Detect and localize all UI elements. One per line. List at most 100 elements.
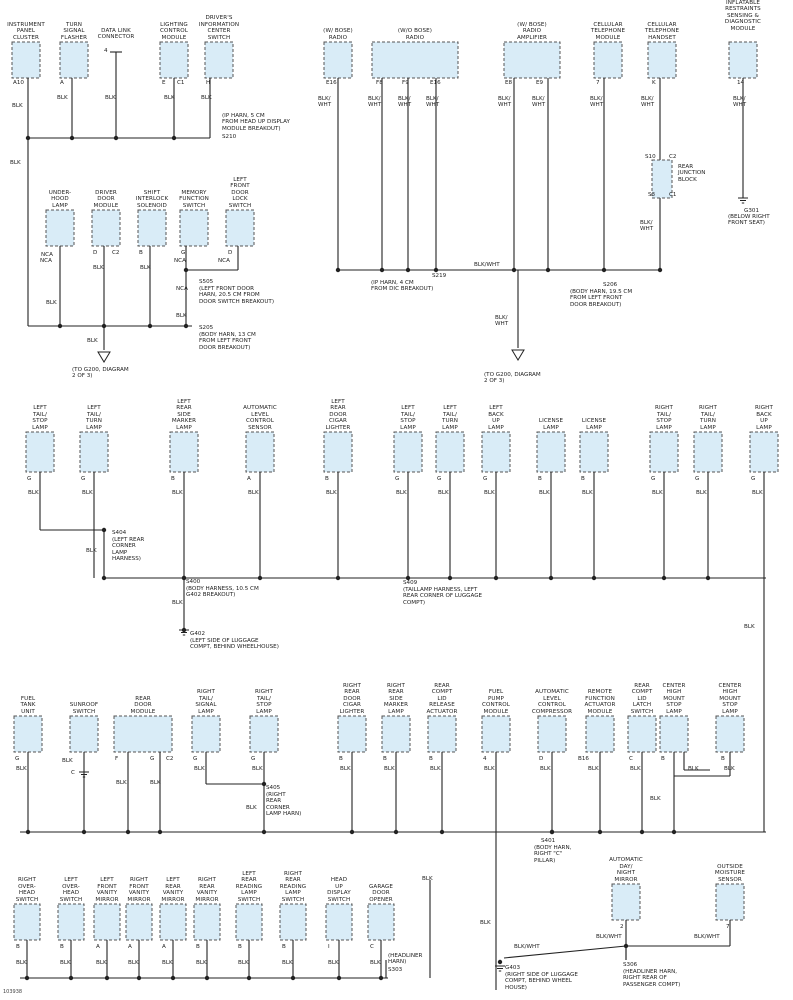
blk-label: BLK	[630, 766, 641, 772]
pin-b: B	[661, 756, 665, 762]
blk-label: BLK	[696, 490, 707, 496]
splice-dot	[591, 575, 597, 581]
blk-label: BLK	[162, 960, 173, 966]
right-tail-turn-lamp-1-label: RIGHT TAIL/ TURN LAMP	[699, 405, 717, 431]
pin-c2: C2	[112, 250, 120, 256]
rear-junction-block-box	[651, 159, 673, 199]
s405-note: (RIGHT REAR CORNER LAMP HARN)	[266, 792, 302, 818]
garage-door-opener-label: GARAGE DOOR OPENER	[368, 883, 394, 903]
splice-dot	[349, 829, 355, 835]
blk-label: BLK	[172, 600, 183, 606]
pin-d: D	[539, 756, 544, 762]
blk-label: BLK	[194, 766, 205, 772]
pin-left-rear-reading-lamp-switch: B	[238, 944, 242, 950]
driver-door-module-box	[91, 209, 121, 247]
left-rear-side-marker-lamp-label: LEFT REAR SIDE MARKER LAMP	[171, 399, 197, 431]
pin-g: G	[251, 756, 256, 762]
blk-label: BLK	[116, 780, 127, 786]
blk-label: BLK	[46, 300, 57, 306]
blk-label: BLK	[176, 313, 187, 319]
rjb-pin-s10: S10	[645, 154, 656, 160]
instrument-panel-cluster-label: INSTRUMENT PANEL CLUSTER	[7, 21, 45, 41]
fuel-tank-unit-label: FUEL TANK UNIT	[20, 695, 36, 715]
blk-wht-label: BLK/ WHT	[733, 96, 747, 109]
blk-label: BLK	[540, 766, 551, 772]
left-front-vanity-mirror-box	[93, 903, 121, 941]
automatic-level-control-compressor-label: AUTOMATIC LEVEL CONTROL COMPRESSOR	[531, 689, 573, 715]
blk-label: BLK	[340, 766, 351, 772]
left-rear-door-cigar-lighter-box	[323, 431, 353, 473]
rear-door-module-label: REAR DOOR MODULE	[130, 695, 156, 715]
outside-moisture-sensor-label: OUTSIDE MOISTURE SENSOR	[714, 863, 746, 883]
remote-function-actuator-module-label: REMOTE FUNCTION ACTUATOR MODULE	[584, 689, 616, 715]
pin-left-rear-side-marker-lamp: B	[171, 476, 175, 482]
blk-label: BLK	[12, 103, 23, 109]
rjb-pin-c2: C2	[669, 154, 677, 160]
figure-id: 103938	[3, 989, 23, 995]
pin-d: D	[228, 250, 233, 256]
splice-dot	[493, 575, 499, 581]
blk-label: BLK	[328, 960, 339, 966]
pin-right-tail-stop-lamp-1: G	[651, 476, 656, 482]
blk-label: BLK	[752, 490, 763, 496]
pin-e8: E8	[505, 80, 513, 86]
blk-label: BLK	[128, 960, 139, 966]
pin-f: F	[115, 756, 119, 762]
center-high-mount-stop-lamp-1-box	[659, 715, 689, 753]
s206a-label: S206	[603, 282, 618, 288]
automatic-level-control-sensor-box	[245, 431, 275, 473]
lighting-control-module-box	[159, 41, 189, 79]
outside-moisture-sensor-box	[715, 883, 745, 921]
radio-amplifier-label: (W/ BOSE) RADIO AMPLIFIER	[517, 21, 547, 41]
center-high-mount-stop-lamp-1-label: CENTER HIGH MOUNT STOP LAMP	[662, 683, 686, 715]
cellular-telephone-handset-box	[647, 41, 677, 79]
radio-bose-label: (W/ BOSE) RADIO	[323, 28, 353, 41]
blk-label: BLK	[60, 960, 71, 966]
blk-label: BLK	[10, 160, 21, 166]
blk-wht-label: BLK/ WHT	[641, 96, 655, 109]
right-tail-signal-lamp-box	[191, 715, 221, 753]
radio-wo-bose-label: (W/O BOSE) RADIO	[397, 28, 433, 41]
center-high-mount-stop-lamp-2-label: CENTER HIGH MOUNT STOP LAMP	[718, 683, 742, 715]
right-backup-lamp-label: RIGHT BACK UP LAMP	[755, 405, 773, 431]
blk-wht-label: BLK/ WHT	[498, 96, 512, 109]
blk-label: BLK	[62, 758, 73, 764]
s303-label: S303	[388, 967, 403, 973]
splice-dot	[25, 829, 31, 835]
right-rear-door-cigar-lighter-box	[337, 715, 367, 753]
to-g200-left-reference: (TO G200, DIAGRAM 2 OF 3)	[72, 367, 129, 380]
s306-to-g403	[503, 945, 627, 959]
left-tail-stop-lamp-1-label: LEFT TAIL/ STOP LAMP	[32, 405, 48, 431]
license-lamp-1-label: LICENSE LAMP	[538, 418, 564, 431]
blk-label: BLK	[430, 766, 441, 772]
right-rear-vanity-mirror-box	[193, 903, 221, 941]
blk-label: BLK	[438, 490, 449, 496]
blk-label: BLK	[248, 490, 259, 496]
right-overhead-switch-box	[13, 903, 41, 941]
s401-label: S401	[541, 838, 556, 844]
blk-wht-label: BLK/ WHT	[590, 96, 604, 109]
splice-dot	[81, 829, 87, 835]
to-g200-right-reference: (TO G200, DIAGRAM 2 OF 3)	[484, 372, 541, 385]
radio-bose-box	[323, 41, 353, 79]
splice-dot	[125, 829, 131, 835]
splice-dot	[393, 829, 399, 835]
g301-label: G301	[744, 208, 760, 214]
rjb-pin-c1: C1	[669, 192, 677, 198]
blk-label: BLK	[539, 490, 550, 496]
pin-automatic-level-control-sensor: A	[247, 476, 251, 482]
s205-label: S205	[199, 325, 214, 331]
splice-dot	[257, 575, 263, 581]
s409-note: (TAILLAMP HARNESS, LEFT REAR CORNER OF L…	[403, 587, 483, 606]
right-tail-signal-lamp-label: RIGHT TAIL/ SIGNAL LAMP	[195, 689, 217, 715]
underhood-lamp-box	[45, 209, 75, 247]
s505-note: (LEFT FRONT DOOR HARN, 20.5 CM FROM DOOR…	[199, 286, 275, 305]
pin-left-tail-stop-lamp-2: G	[395, 476, 400, 482]
s401-splice-dot	[549, 829, 555, 835]
splice-dot	[705, 575, 711, 581]
pin-left-backup-lamp: G	[483, 476, 488, 482]
blk-label: BLK	[238, 960, 249, 966]
pin-b: B	[429, 756, 433, 762]
